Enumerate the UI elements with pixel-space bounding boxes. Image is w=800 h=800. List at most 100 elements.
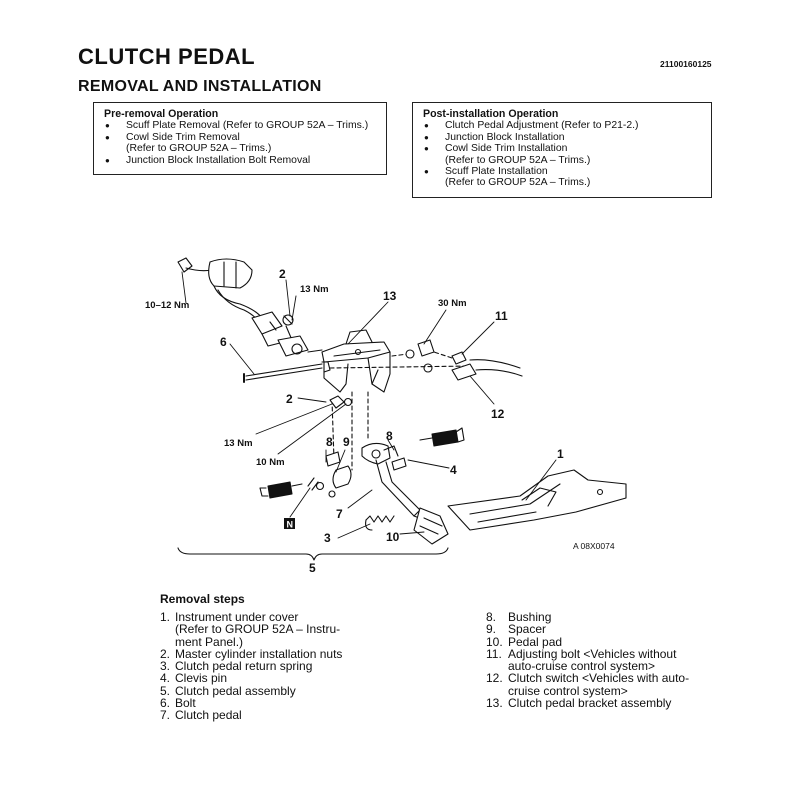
step-text: Spacer xyxy=(508,622,547,637)
list-item-text: Scuff Plate Removal (Refer to GROUP 52A … xyxy=(126,120,369,132)
torque-label: 10–12 Nm xyxy=(145,300,189,311)
list-item-text: Cowl Side Trim Installation xyxy=(445,143,568,155)
list-item-text: Clutch Pedal Adjustment (Refer to P21-2.… xyxy=(445,120,639,132)
list-item-subtext: (Refer to GROUP 52A – Trims.) xyxy=(445,154,591,166)
pre-removal-box: Pre-removal Operation Scuff Plate Remova… xyxy=(93,102,387,175)
list-item: Junction Block Installation xyxy=(423,131,703,144)
callout-number: 3 xyxy=(324,531,331,545)
step-number: 10. xyxy=(486,634,503,649)
callout-number: 5 xyxy=(309,561,316,575)
pre-removal-title: Pre-removal Operation xyxy=(104,108,219,120)
step-number: 4. xyxy=(160,671,171,686)
page-subtitle: REMOVAL AND INSTALLATION xyxy=(78,78,322,95)
step-number: 3. xyxy=(160,659,171,674)
bushing-spacer-drawing xyxy=(307,445,407,498)
under-cover-drawing xyxy=(447,469,627,531)
list-item: 4. Clevis pin xyxy=(160,671,400,686)
post-installation-list: Clutch Pedal Adjustment (Refer to P21-2.… xyxy=(423,120,703,188)
nut-drawing xyxy=(329,395,353,409)
step-number: 13. xyxy=(486,696,503,711)
step-number: 2. xyxy=(160,646,171,661)
list-item: 10. Pedal pad xyxy=(486,634,726,649)
list-item: 7. Clutch pedal xyxy=(160,708,400,723)
grease-gun-icon xyxy=(259,481,303,499)
list-item: 6. Bolt xyxy=(160,696,400,711)
list-item: 9. Spacer xyxy=(486,622,726,637)
callout-number: 2 xyxy=(286,392,293,406)
return-spring-drawing xyxy=(365,515,395,531)
callout-number: 9 xyxy=(343,435,350,449)
list-item: Junction Block Installation Bolt Removal xyxy=(104,154,378,167)
callout-number: 10 xyxy=(386,530,400,544)
torque-label: 10 Nm xyxy=(256,457,285,468)
step-text: Clutch pedal return spring xyxy=(175,659,313,674)
step-text: Instrument under cover xyxy=(175,610,299,624)
callout-number: 13 xyxy=(383,289,397,303)
step-number: 7. xyxy=(160,708,171,723)
step-number: 11. xyxy=(486,646,502,661)
alignment-lines xyxy=(329,349,471,471)
removal-steps-title: Removal steps xyxy=(160,592,245,606)
list-item: Scuff Plate Removal (Refer to GROUP 52A … xyxy=(104,120,378,132)
step-number: 12. xyxy=(486,671,503,686)
step-text: Master cylinder installation nuts xyxy=(175,646,343,661)
list-item-text: Junction Block Installation Bolt Removal xyxy=(126,154,311,166)
post-installation-box: Post-installation Operation Clutch Pedal… xyxy=(412,102,712,198)
post-installation-title: Post-installation Operation xyxy=(423,108,559,120)
torque-label: 13 Nm xyxy=(224,438,253,449)
list-item: Cowl Side Trim Installation(Refer to GRO… xyxy=(423,143,703,166)
n-mark-label: N xyxy=(287,520,294,530)
step-text: cruise control system> xyxy=(508,683,628,698)
callout-number: 2 xyxy=(279,267,286,281)
callout-number: 4 xyxy=(450,463,457,477)
callout-number: 7 xyxy=(336,507,343,521)
torque-label: 13 Nm xyxy=(300,284,329,295)
list-item: Clutch Pedal Adjustment (Refer to P21-2.… xyxy=(423,120,703,132)
callout-number: 8 xyxy=(386,429,393,443)
step-text: Clutch switch <Vehicles with auto- xyxy=(508,671,690,686)
grease-gun-icon xyxy=(419,427,465,447)
pedal-mount-parts-drawing xyxy=(277,314,323,357)
master-cylinder-drawing xyxy=(177,257,293,347)
step-text: Bushing xyxy=(508,610,552,624)
list-item-subtext: (Refer to GROUP 52A – Trims.) xyxy=(126,143,272,155)
list-item: 2. Master cylinder installation nuts xyxy=(160,646,400,661)
step-number: 9. xyxy=(486,622,497,637)
n-mark-box xyxy=(284,518,295,529)
step-text: Clevis pin xyxy=(175,671,228,686)
list-item: Scuff Plate Installation(Refer to GROUP … xyxy=(423,166,703,189)
pedal-bracket-drawing xyxy=(321,329,391,393)
assembly-bracket-line xyxy=(177,547,449,561)
step-text: Clutch pedal bracket assembly xyxy=(508,696,672,711)
switch-parts-drawing xyxy=(405,339,523,381)
callout-number: 1 xyxy=(557,447,564,461)
removal-steps-right: 8. Bushing 9. Spacer 10. Pedal pad 11. Adju… xyxy=(486,610,726,711)
bolt-drawing xyxy=(243,361,331,383)
list-item: 5.Clutch pedal assembly xyxy=(160,683,400,698)
step-text: Bolt xyxy=(175,696,196,711)
exploded-parts-diagram: 10–12 Nm 13 Nm 30 Nm 13 Nm 10 Nm 2 13 11… xyxy=(145,257,627,575)
step-text: auto-cruise control system> xyxy=(508,659,656,674)
list-item: 12. Clutch switch <Vehicles with auto- c… xyxy=(486,672,726,697)
list-item-text: Scuff Plate Installation xyxy=(445,166,548,178)
page-title: CLUTCH PEDAL xyxy=(78,44,256,69)
callout-number: 8 xyxy=(326,435,333,449)
removal-steps-left: 1. Instrument under cover (Refer to GROU… xyxy=(160,611,400,722)
list-item: 11. Adjusting bolt <Vehicles without aut… xyxy=(486,648,726,673)
callout-number: 11 xyxy=(495,309,508,323)
pre-removal-list: Scuff Plate Removal (Refer to GROUP 52A … xyxy=(104,120,378,166)
step-text: Clutch pedal assembly xyxy=(175,683,296,698)
list-item: Cowl Side Trim Removal(Refer to GROUP 52… xyxy=(104,132,378,155)
list-item-text: Junction Block Installation xyxy=(445,131,565,143)
step-number: 6. xyxy=(160,696,171,711)
torque-label: 30 Nm xyxy=(438,298,467,309)
figure-code: A 08X0074 xyxy=(573,541,615,551)
list-item: 1. Instrument under cover (Refer to GROU… xyxy=(160,611,400,648)
step-text: Clutch pedal xyxy=(175,708,242,723)
leader-lines xyxy=(181,271,557,539)
step-text: ment Panel.) xyxy=(175,634,244,649)
step-number: 8. xyxy=(486,610,497,624)
list-item: 8. Bushing xyxy=(486,610,726,624)
step-text: Pedal pad xyxy=(508,634,563,649)
step-number: 1. xyxy=(160,610,171,624)
